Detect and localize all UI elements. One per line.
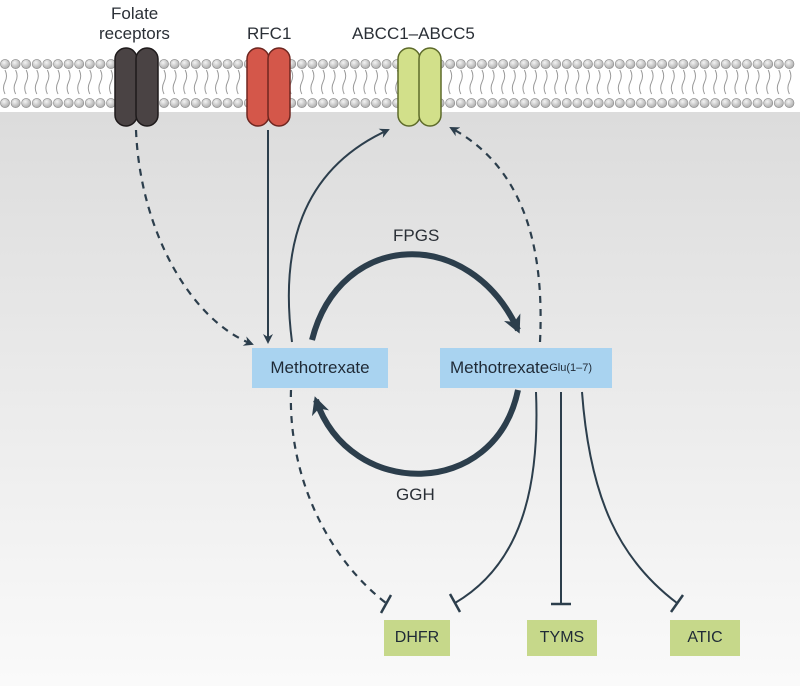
abcc-channel	[397, 47, 442, 127]
atic-target-label: ATIC	[687, 629, 723, 646]
glu-dhfr-inhibition-bar	[448, 593, 462, 613]
tyms-target-label: TYMS	[539, 629, 585, 646]
methotrexate-node-label: Methotrexate	[270, 358, 370, 377]
glu-atic-inhibition-bar	[669, 594, 685, 613]
methotrexate-glu-node-subscript: Glu(1–7)	[549, 362, 593, 374]
abcc-label: ABCC1–ABCC5	[352, 24, 475, 43]
methotrexate-dhfr-inhibition-bar	[379, 594, 393, 614]
lipid-tails	[3, 69, 792, 95]
folate-receptors-label-line1: Folate	[111, 4, 159, 23]
dhfr-target: DHFR	[384, 620, 450, 656]
methotrexate-glu-node-label: Methotrexate	[450, 358, 550, 377]
ggh-arrow	[312, 389, 521, 477]
methotrexate-efflux-arrow	[287, 128, 390, 343]
rfc1-channel	[246, 47, 291, 127]
folate-receptors-label: Folate receptors	[99, 4, 170, 43]
dhfr-target-label: DHFR	[394, 629, 440, 646]
methotrexate-glu-efflux-arrow	[449, 127, 542, 343]
methotrexate-dhfr-inhibition	[289, 389, 387, 604]
atic-target: ATIC	[670, 620, 740, 656]
glu-dhfr-inhibition	[454, 391, 538, 604]
glu-atic-inhibition	[581, 391, 678, 604]
fpgs-label: FPGS	[393, 226, 440, 245]
folate-receptors-label-line2: receptors	[99, 23, 170, 43]
ggh-label: GGH	[396, 485, 435, 504]
tyms-target: TYMS	[527, 620, 597, 656]
pathway-arrows	[134, 127, 685, 614]
folate-receptor-channel	[114, 47, 159, 127]
cytoplasm-background	[0, 112, 800, 686]
fpgs-arrow	[309, 251, 521, 341]
rfc1-label: RFC1	[247, 24, 292, 43]
methotrexate-node: Methotrexate	[252, 348, 388, 388]
